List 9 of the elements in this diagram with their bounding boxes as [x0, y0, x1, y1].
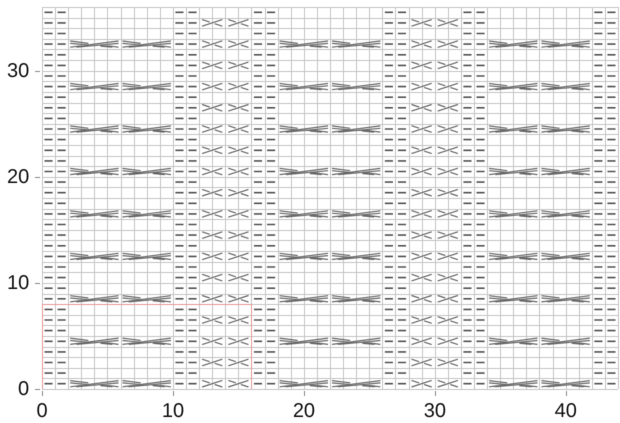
axis-tick-label: 0 [36, 401, 48, 421]
axis-tick-label: 30 [424, 401, 446, 421]
axis-tick-label: 0 [18, 379, 30, 399]
axis-tick-label: 10 [7, 272, 30, 293]
axis-tick-label: 40 [554, 401, 577, 421]
axis-tick-label: 20 [292, 401, 316, 421]
axis-tick-label: 10 [162, 401, 184, 421]
axis-tick-label: 30 [7, 60, 30, 81]
axis-tick-label: 20 [7, 166, 30, 187]
